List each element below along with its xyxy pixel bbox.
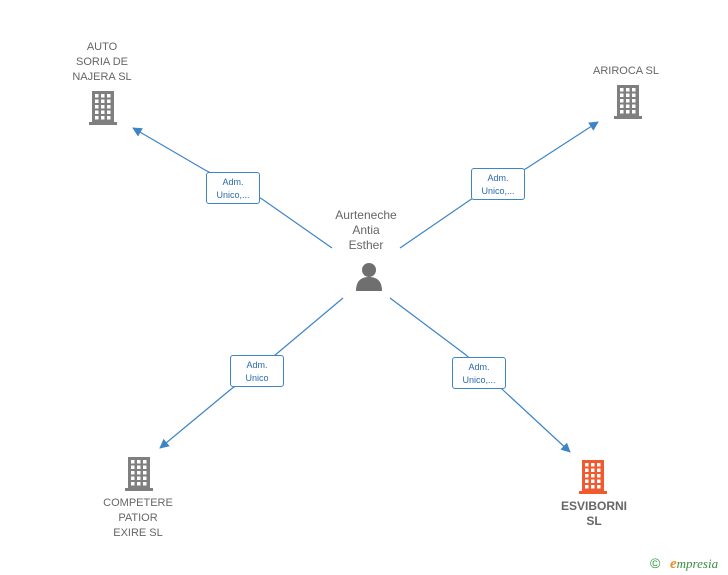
person-label[interactable]: Aurteneche Antia Esther bbox=[335, 208, 397, 252]
relation-box-competere[interactable]: Adm. Unico bbox=[230, 355, 284, 387]
empresia-logo: empresia bbox=[670, 556, 718, 573]
company-label-competere[interactable]: COMPETERE PATIOR EXIRE SL bbox=[103, 497, 173, 539]
company-label-auto[interactable]: AUTO SORIA DE NAJERA SL bbox=[72, 41, 132, 83]
relation-box-auto[interactable]: Adm. Unico,... bbox=[206, 172, 260, 204]
relation-box-ariroca[interactable]: Adm. Unico,... bbox=[471, 168, 525, 200]
building-icon bbox=[89, 91, 117, 125]
building-icon bbox=[125, 457, 153, 491]
company-label-esviborni[interactable]: ESVIBORNI SL bbox=[560, 499, 627, 528]
copyright-icon: © bbox=[650, 555, 661, 571]
building-icon bbox=[579, 460, 607, 494]
building-icon bbox=[614, 85, 642, 119]
person-icon bbox=[356, 263, 382, 291]
relation-box-esviborni[interactable]: Adm. Unico,... bbox=[452, 357, 506, 389]
brand-rest: mpresia bbox=[676, 556, 719, 571]
brand-initial: e bbox=[670, 556, 677, 572]
company-label-ariroca[interactable]: ARIROCA SL bbox=[592, 65, 660, 77]
